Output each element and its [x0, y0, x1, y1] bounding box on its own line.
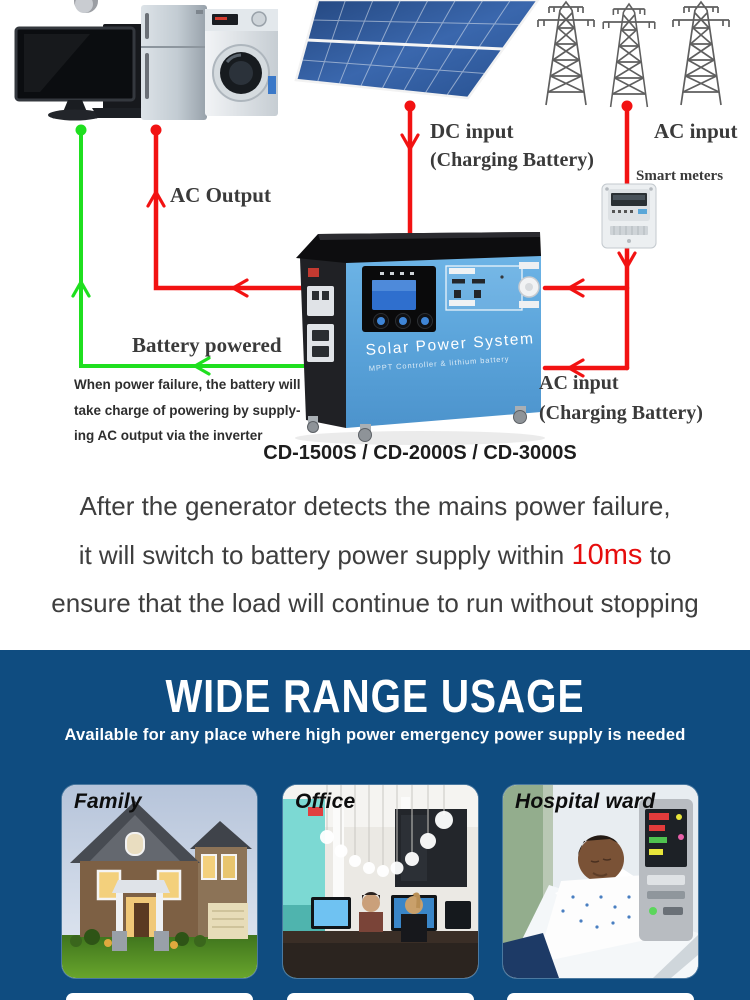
battery-note-line: When power failure, the battery will — [74, 377, 301, 392]
usage-section-subtitle: Available for any place where high power… — [64, 726, 686, 744]
battery-powered-note: When power failure, the battery will tak… — [74, 372, 324, 449]
desktop-computer-image — [14, 24, 156, 121]
ac-output-flow-line — [146, 124, 317, 298]
power-towers-image — [537, 1, 730, 108]
light-bulb-image — [74, 0, 98, 13]
model-numbers-caption: CD-1500S / CD-2000S / CD-3000S — [263, 442, 577, 464]
ac-input-right-sublabel: (Charging Battery) — [539, 402, 703, 424]
next-row-card-top — [66, 993, 253, 1000]
usage-section-title: WIDE RANGE USAGE — [165, 672, 585, 723]
family-house-photo — [62, 785, 257, 978]
usage-card-family: Family — [62, 785, 257, 978]
refrigerator-image — [141, 5, 207, 120]
power-flow-diagram: Solar Power System MPPT Controller & lit… — [14, 0, 730, 445]
statement-line-2: it will switch to battery power supply w… — [0, 531, 750, 580]
battery-note-line: take charge of powering by supply- — [74, 402, 301, 418]
solar-panel-image — [294, 0, 540, 100]
hospital-ward-photo — [503, 785, 698, 978]
ac-output-label: AC Output — [170, 183, 271, 207]
ac-input-right-label: AC input — [539, 372, 619, 394]
statement-line-3: ensure that the load will continue to ru… — [51, 588, 699, 618]
ac-input-top-label: AC input — [654, 119, 738, 143]
usage-card-hospital: Hospital ward — [503, 785, 698, 978]
next-row-card-top — [507, 993, 694, 1000]
battery-note-line: ing AC output via the inverter — [74, 428, 263, 443]
washing-machine-image — [205, 9, 278, 116]
smart-meter-image — [601, 183, 657, 249]
flow-lines — [71, 100, 637, 378]
family-card-label: Family — [74, 790, 142, 813]
hospital-card-label: Hospital ward — [515, 790, 656, 813]
dc-input-label: DC input — [430, 119, 514, 143]
smart-meters-label: Smart meters — [636, 168, 724, 184]
ac-input-flow-line — [542, 100, 637, 378]
switch-time-highlight: 10ms — [571, 538, 643, 571]
statement-line-2-tail: to — [642, 539, 672, 570]
battery-powered-flow-line — [71, 124, 316, 376]
statement-line-1: After the generator detects the mains po… — [79, 491, 671, 521]
dc-input-flow-line — [400, 100, 420, 246]
dc-input-sublabel: (Charging Battery) — [430, 149, 594, 171]
office-photo — [283, 785, 478, 978]
office-card-label: Office — [295, 790, 356, 813]
next-row-card-top — [287, 993, 474, 1000]
product-image: Solar Power System MPPT Controller & lit… — [295, 232, 545, 445]
battery-powered-label: Battery powered — [132, 333, 282, 357]
usage-card-office: Office — [283, 785, 478, 978]
statement-line-2-text: it will switch to battery power supply w… — [78, 539, 572, 570]
switchover-statement: After the generator detects the mains po… — [0, 482, 750, 628]
